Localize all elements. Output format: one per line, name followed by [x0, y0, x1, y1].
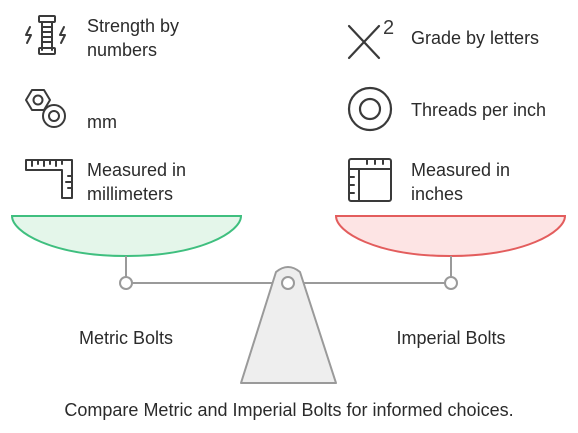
nut-washer-icon	[25, 89, 66, 128]
imperial-feature-threads: Threads per inch	[411, 100, 547, 120]
metric-feature-strength: Strength by numbers	[87, 16, 180, 60]
metric-pan	[10, 215, 243, 258]
metric-feature-measure: Measured in millimeters	[87, 160, 187, 204]
svg-text:2: 2	[383, 17, 394, 39]
imperial-joint	[444, 276, 458, 290]
triangle-ruler-icon	[348, 158, 392, 202]
metric-bolts-label: Metric Bolts	[78, 328, 174, 348]
washer-ring-icon	[347, 86, 393, 132]
ruler-icon	[25, 159, 73, 199]
imperial-feature-measure: Measured in inches	[411, 160, 511, 204]
pivot-joint	[281, 276, 295, 290]
imperial-pan	[334, 215, 567, 258]
diagram-caption: Compare Metric and Imperial Bolts for in…	[64, 400, 514, 420]
metric-feature-mm: mm	[87, 112, 117, 132]
bolt-strength-icon	[25, 15, 66, 55]
metric-joint	[119, 276, 133, 290]
imperial-bolts-label: Imperial Bolts	[396, 328, 506, 348]
scale-pivot	[240, 266, 337, 384]
imperial-feature-grade: Grade by letters	[411, 28, 540, 48]
x-squared-icon: 2	[347, 17, 394, 60]
